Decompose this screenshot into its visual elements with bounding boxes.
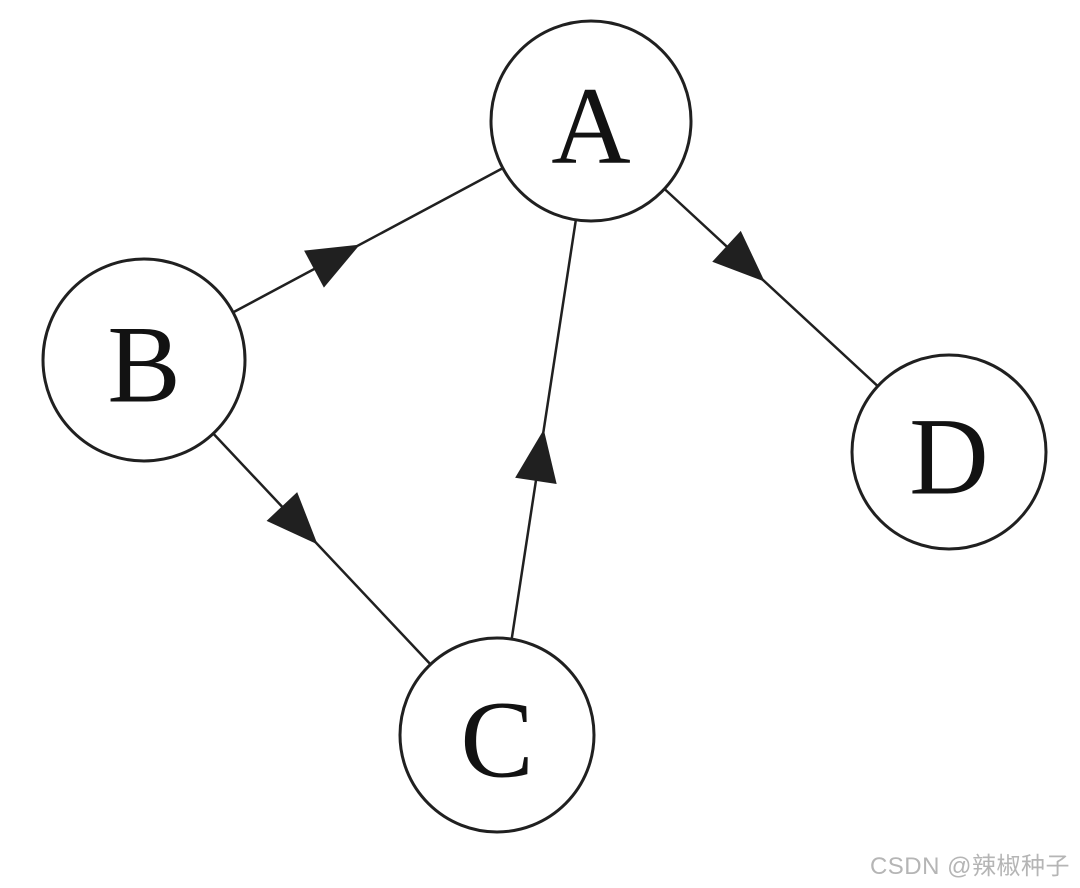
node-circle-B <box>41 257 247 463</box>
arrowhead-C-A <box>515 429 557 485</box>
edge-B-C <box>212 432 432 666</box>
node-label-B: B <box>107 303 180 425</box>
edge-A-D <box>663 187 879 388</box>
arrowhead-B-A <box>304 244 360 288</box>
node-label-D: D <box>909 395 988 517</box>
edge-B-A <box>232 167 504 314</box>
node-circle-D <box>850 353 1048 551</box>
node-label-C: C <box>460 678 533 800</box>
node-circle-A <box>489 19 693 223</box>
node-label-A: A <box>551 64 630 186</box>
arrowhead-A-D <box>712 230 765 282</box>
watermark: CSDN @辣椒种子 <box>869 853 1070 880</box>
arrowhead-B-C <box>266 492 318 545</box>
node-circle-C <box>398 636 596 834</box>
